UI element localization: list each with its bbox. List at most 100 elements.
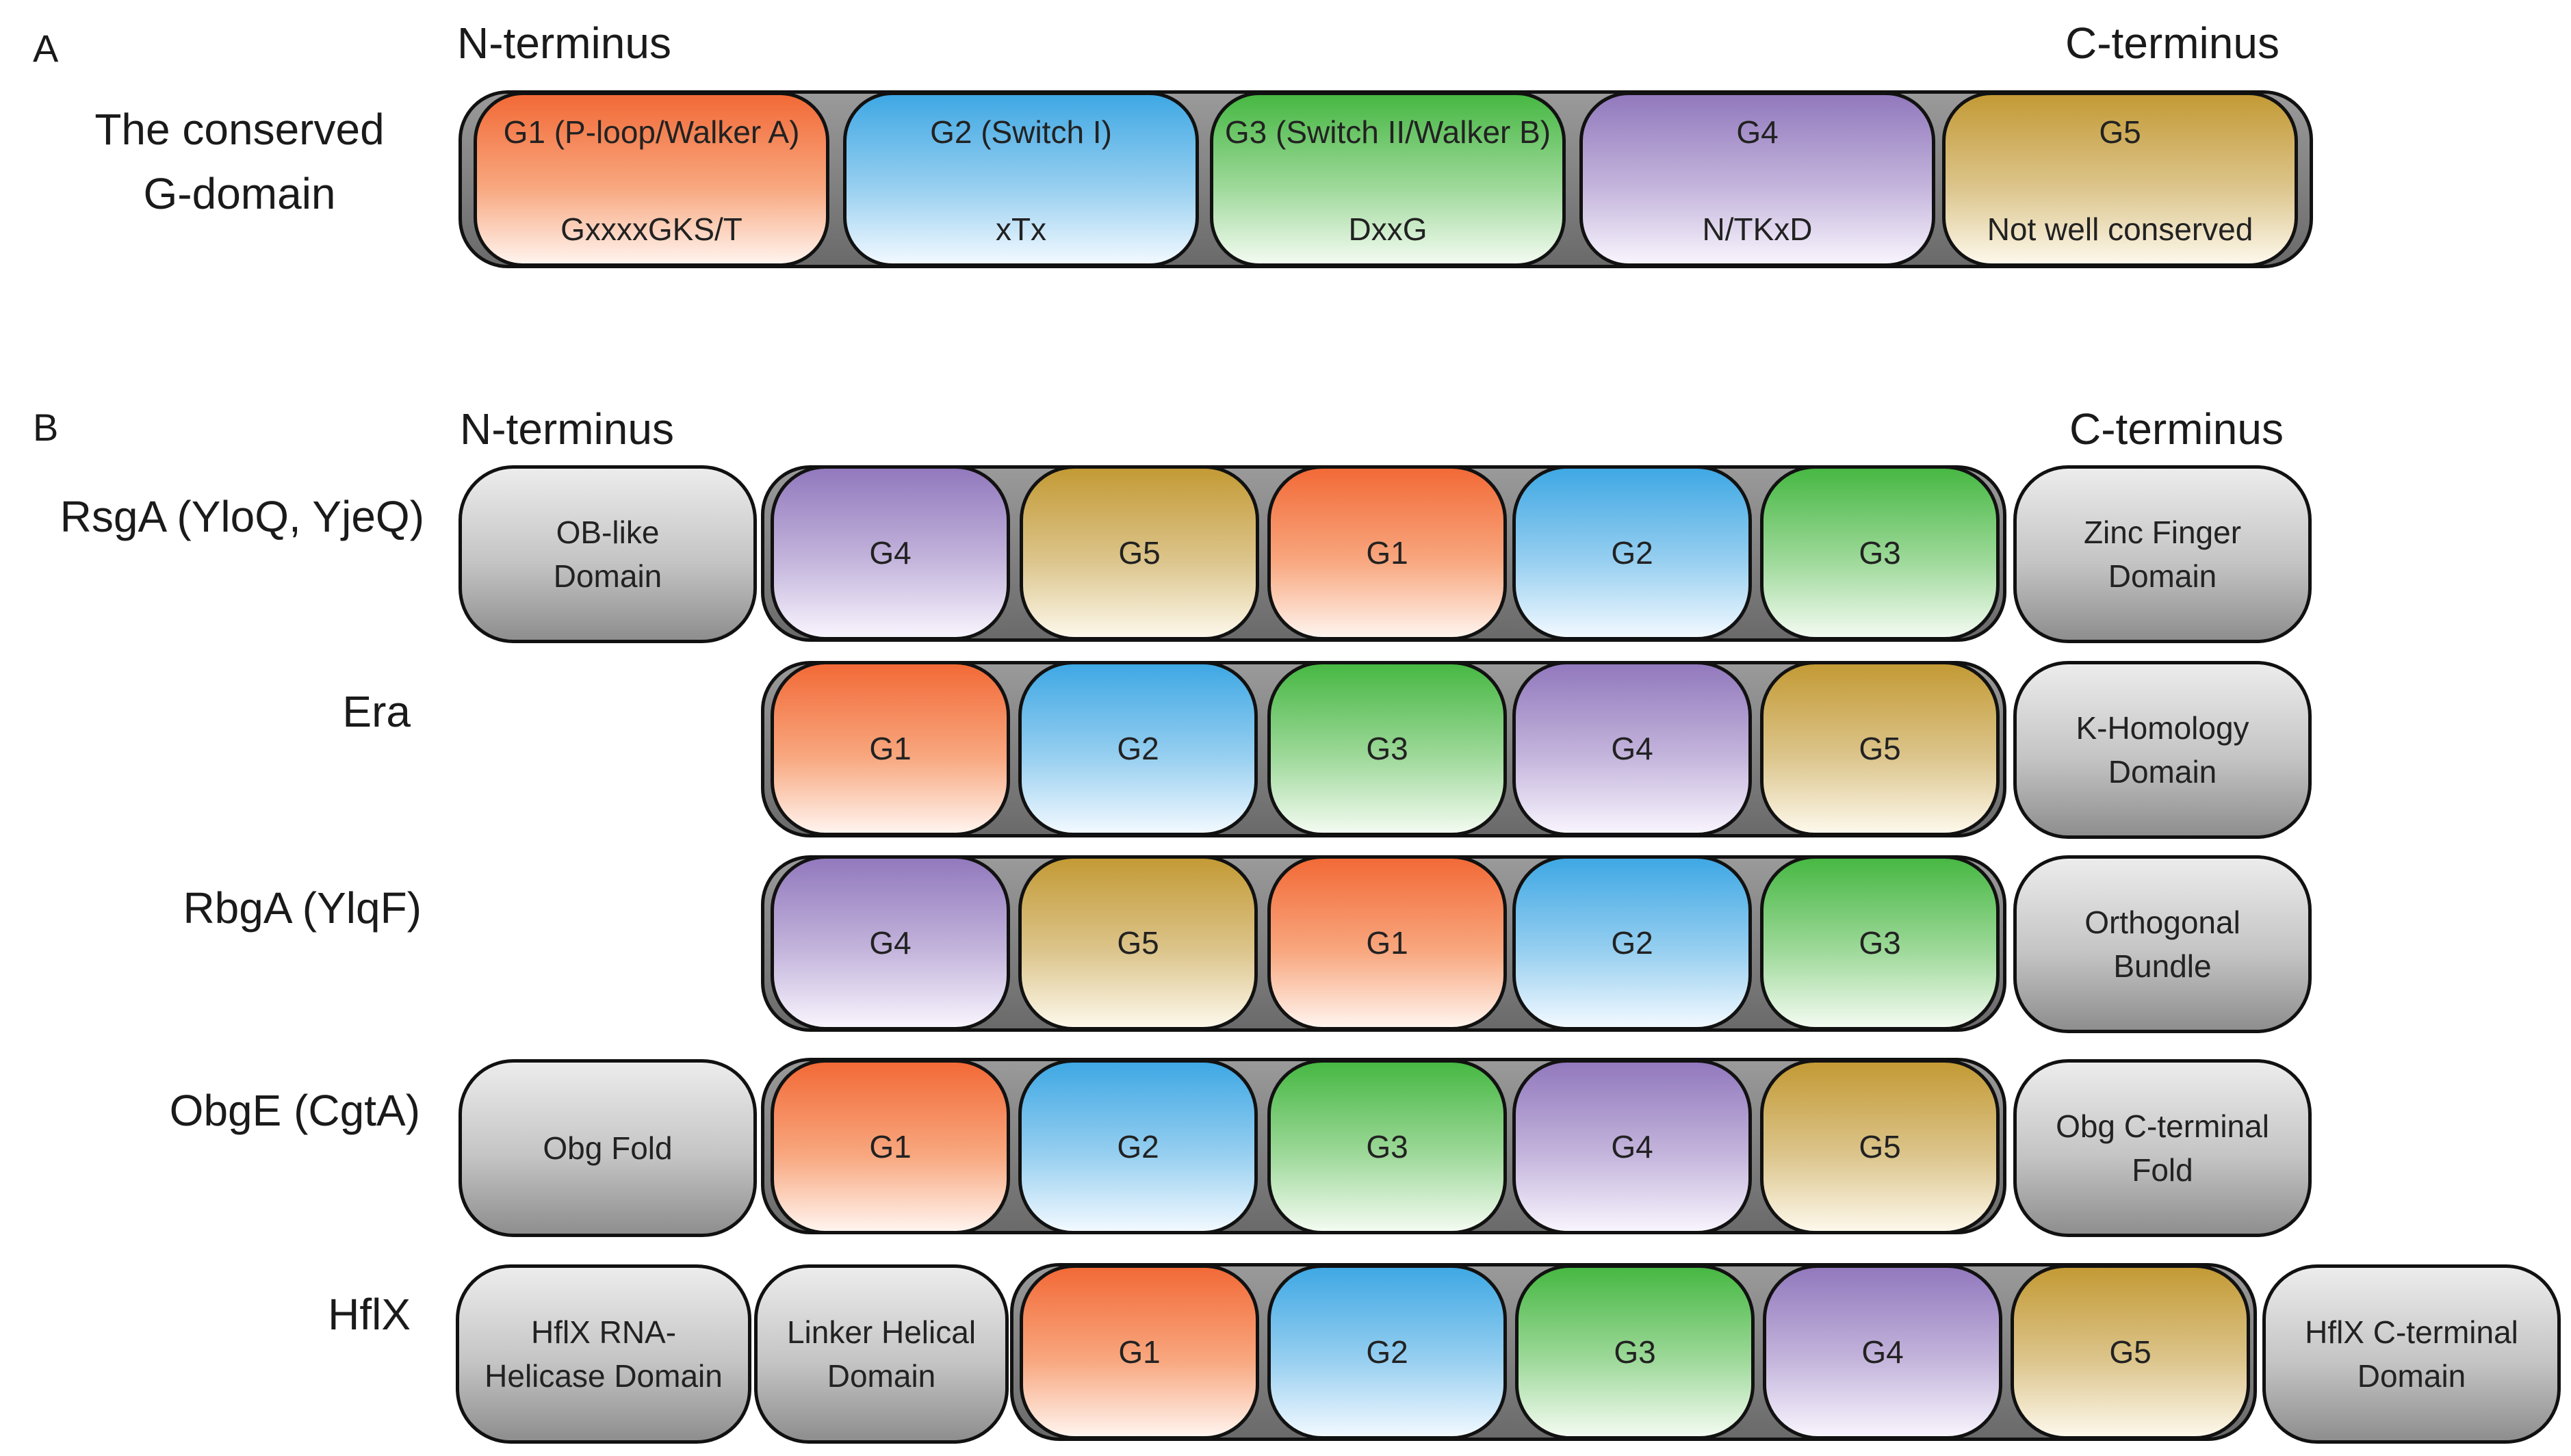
g4-box: G4 bbox=[1763, 1264, 2002, 1440]
domain-line: Helicase Domain bbox=[485, 1358, 723, 1394]
domain-line: Domain bbox=[827, 1358, 936, 1394]
g1-box: G1 bbox=[1020, 1264, 1259, 1440]
g4-motif: N/TKxD bbox=[1702, 211, 1813, 247]
g3-box: G3 bbox=[1515, 1264, 1755, 1440]
g-label: G2 bbox=[1611, 535, 1653, 571]
g3-box: G3 bbox=[1760, 465, 2000, 640]
g4-name: G4 bbox=[1736, 114, 1779, 150]
g5-box: G5 bbox=[1760, 1059, 2000, 1234]
protein-label: ObgE (CgtA) bbox=[169, 1086, 420, 1135]
g2-box: G2 bbox=[1018, 661, 1258, 836]
g-label: G5 bbox=[1859, 1129, 1901, 1165]
g-label: G4 bbox=[1861, 1334, 1904, 1370]
g5-box: G5 bbox=[2011, 1264, 2250, 1440]
panel-b-letter: B bbox=[33, 406, 59, 449]
c-terminal-domain: Orthogonal Bundle bbox=[2013, 855, 2312, 1033]
g1-box: G1 bbox=[1267, 855, 1507, 1030]
g-label: G2 bbox=[1117, 1129, 1159, 1165]
g1-box: G1 bbox=[771, 1059, 1010, 1234]
g-label: G5 bbox=[1118, 535, 1161, 571]
protein-label: RsgA (YloQ, YjeQ) bbox=[60, 492, 424, 541]
c-terminal-domain: Zinc Finger Domain bbox=[2013, 465, 2312, 643]
g-label: G1 bbox=[1118, 1334, 1161, 1370]
g-label: G1 bbox=[869, 1129, 912, 1165]
g4-motif-box: G4 N/TKxD bbox=[1579, 92, 1935, 267]
g4-box: G4 bbox=[1512, 1059, 1752, 1234]
g5-motif-box: G5 Not well conserved bbox=[1942, 92, 2298, 267]
panel-a-label-line1: The conserved bbox=[94, 105, 385, 154]
domain-line: Linker Helical bbox=[786, 1314, 977, 1350]
panel-a-label-line2: G-domain bbox=[143, 169, 336, 218]
g-label: G3 bbox=[1366, 1129, 1408, 1165]
g-label: G1 bbox=[1366, 925, 1408, 961]
domain-line: Zinc Finger bbox=[2083, 515, 2242, 550]
n-terminal-domain: OB-like Domain bbox=[458, 465, 757, 643]
g1-box: G1 bbox=[1267, 465, 1507, 640]
domain-line: Obg C-terminal bbox=[2056, 1108, 2269, 1144]
g2-name: G2 (Switch I) bbox=[930, 114, 1112, 150]
g4-box: G4 bbox=[771, 465, 1010, 640]
domain-line: Obg Fold bbox=[543, 1130, 673, 1166]
g5-name: G5 bbox=[2099, 114, 2141, 150]
domain-line: HflX C-terminal bbox=[2305, 1314, 2518, 1350]
panel-a-row-label: The conserved G-domain bbox=[48, 97, 431, 226]
domain-line: Domain bbox=[2357, 1358, 2466, 1394]
g5-motif: Not well conserved bbox=[1987, 211, 2253, 247]
g-label: G3 bbox=[1859, 535, 1901, 571]
domain-line: Domain bbox=[2108, 558, 2217, 594]
g3-motif-box: G3 (Switch II/Walker B) DxxG bbox=[1210, 92, 1566, 267]
g-label: G2 bbox=[1366, 1334, 1408, 1370]
domain-line: Domain bbox=[2108, 754, 2217, 790]
protein-label: Era bbox=[342, 687, 411, 736]
panel-b-n-terminus: N-terminus bbox=[460, 404, 674, 454]
g-label: G3 bbox=[1614, 1334, 1656, 1370]
panel-a-letter: A bbox=[33, 27, 59, 70]
g-label: G3 bbox=[1366, 731, 1408, 766]
g5-box: G5 bbox=[1020, 465, 1259, 640]
g1-name: G1 (P-loop/Walker A) bbox=[503, 114, 800, 150]
n-terminal-domain: Obg Fold bbox=[458, 1059, 757, 1237]
domain-line: Domain bbox=[553, 558, 662, 594]
g3-box: G3 bbox=[1267, 1059, 1507, 1234]
c-terminal-domain: HflX C-terminal Domain bbox=[2262, 1264, 2561, 1444]
g3-box: G3 bbox=[1267, 661, 1507, 836]
linker-domain: Linker Helical Domain bbox=[754, 1264, 1009, 1444]
g5-box: G5 bbox=[1760, 661, 2000, 836]
g2-box: G2 bbox=[1512, 855, 1752, 1030]
g-label: G5 bbox=[1117, 925, 1159, 961]
c-terminal-domain: Obg C-terminal Fold bbox=[2013, 1059, 2312, 1237]
domain-line: Fold bbox=[2132, 1152, 2193, 1188]
g1-motif-box: G1 (P-loop/Walker A) GxxxxGKS/T bbox=[474, 92, 829, 267]
g-label: G5 bbox=[1859, 731, 1901, 766]
g-label: G5 bbox=[2109, 1334, 2152, 1370]
g1-motif: GxxxxGKS/T bbox=[560, 211, 742, 247]
n-terminal-domain: HflX RNA- Helicase Domain bbox=[456, 1264, 751, 1444]
g2-motif-box: G2 (Switch I) xTx bbox=[843, 92, 1199, 267]
panel-b-c-terminus: C-terminus bbox=[2069, 404, 2284, 454]
g-label: G1 bbox=[869, 731, 912, 766]
panel-a-c-terminus: C-terminus bbox=[2065, 18, 2279, 68]
g4-box: G4 bbox=[771, 855, 1010, 1030]
g4-box: G4 bbox=[1512, 661, 1752, 836]
g3-motif: DxxG bbox=[1348, 211, 1427, 247]
g-label: G4 bbox=[1611, 731, 1653, 766]
g-label: G2 bbox=[1117, 731, 1159, 766]
domain-line: OB-like bbox=[556, 515, 660, 550]
domain-line: Orthogonal bbox=[2084, 905, 2240, 940]
g2-box: G2 bbox=[1512, 465, 1752, 640]
g-label: G2 bbox=[1611, 925, 1653, 961]
g3-box: G3 bbox=[1760, 855, 2000, 1030]
panel-a-n-terminus: N-terminus bbox=[457, 18, 671, 68]
g-label: G3 bbox=[1859, 925, 1901, 961]
domain-line: HflX RNA- bbox=[530, 1314, 677, 1350]
protein-label: RbgA (YlqF) bbox=[183, 883, 422, 933]
g-label: G4 bbox=[869, 535, 912, 571]
g1-box: G1 bbox=[771, 661, 1010, 836]
g3-name: G3 (Switch II/Walker B) bbox=[1224, 114, 1551, 150]
g2-motif: xTx bbox=[995, 211, 1047, 247]
domain-line: K-Homology bbox=[2076, 710, 2249, 746]
c-terminal-domain: K-Homology Domain bbox=[2013, 661, 2312, 839]
domain-line: Bundle bbox=[2113, 948, 2212, 984]
g5-box: G5 bbox=[1018, 855, 1258, 1030]
protein-label: HflX bbox=[328, 1290, 411, 1339]
